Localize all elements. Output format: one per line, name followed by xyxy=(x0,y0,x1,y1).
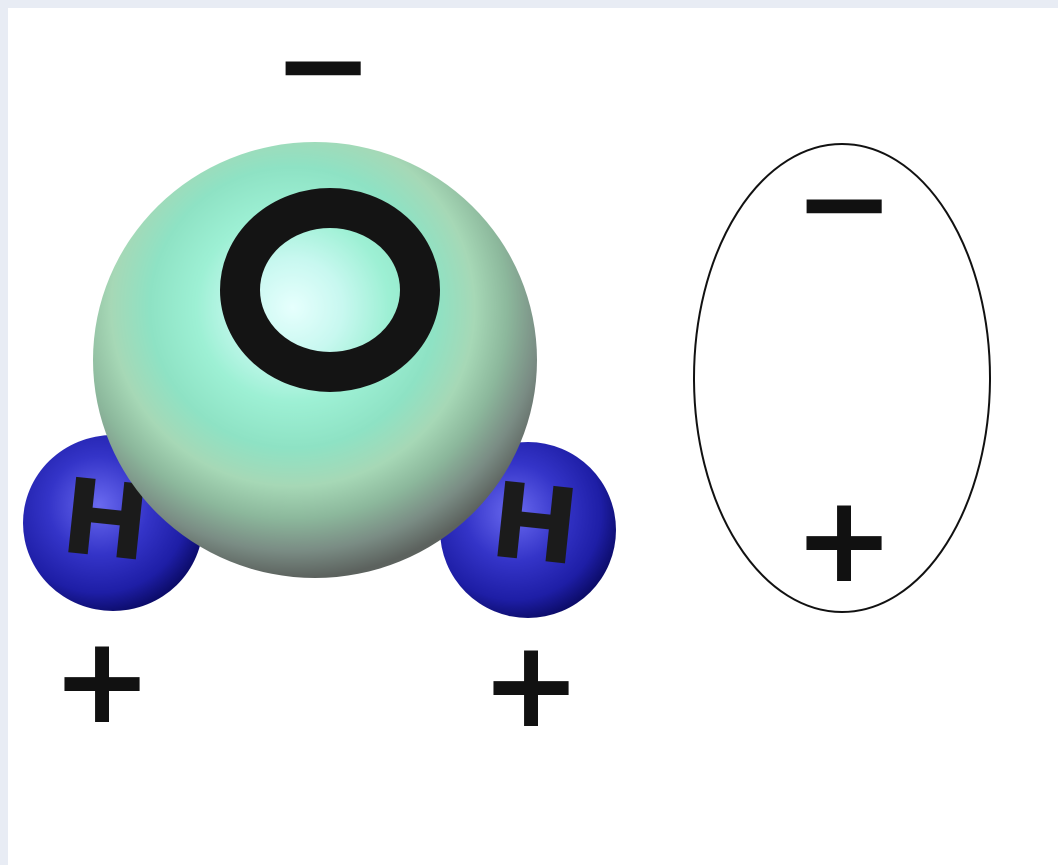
hydrogen-left-charge-positive: + xyxy=(52,612,153,751)
oxygen-symbol: O xyxy=(8,8,9,9)
diagram-canvas: H H O − + + − + xyxy=(8,8,1058,865)
hydrogen-right-charge-positive: + xyxy=(481,616,582,755)
oxygen-charge-negative: − xyxy=(273,8,374,135)
dipole-symbol: − + xyxy=(694,134,990,612)
dipole-negative-pole: − xyxy=(794,134,895,273)
dipole-positive-pole: + xyxy=(794,471,895,610)
water-molecule-diagram: H H O − + + − + xyxy=(8,8,1058,865)
